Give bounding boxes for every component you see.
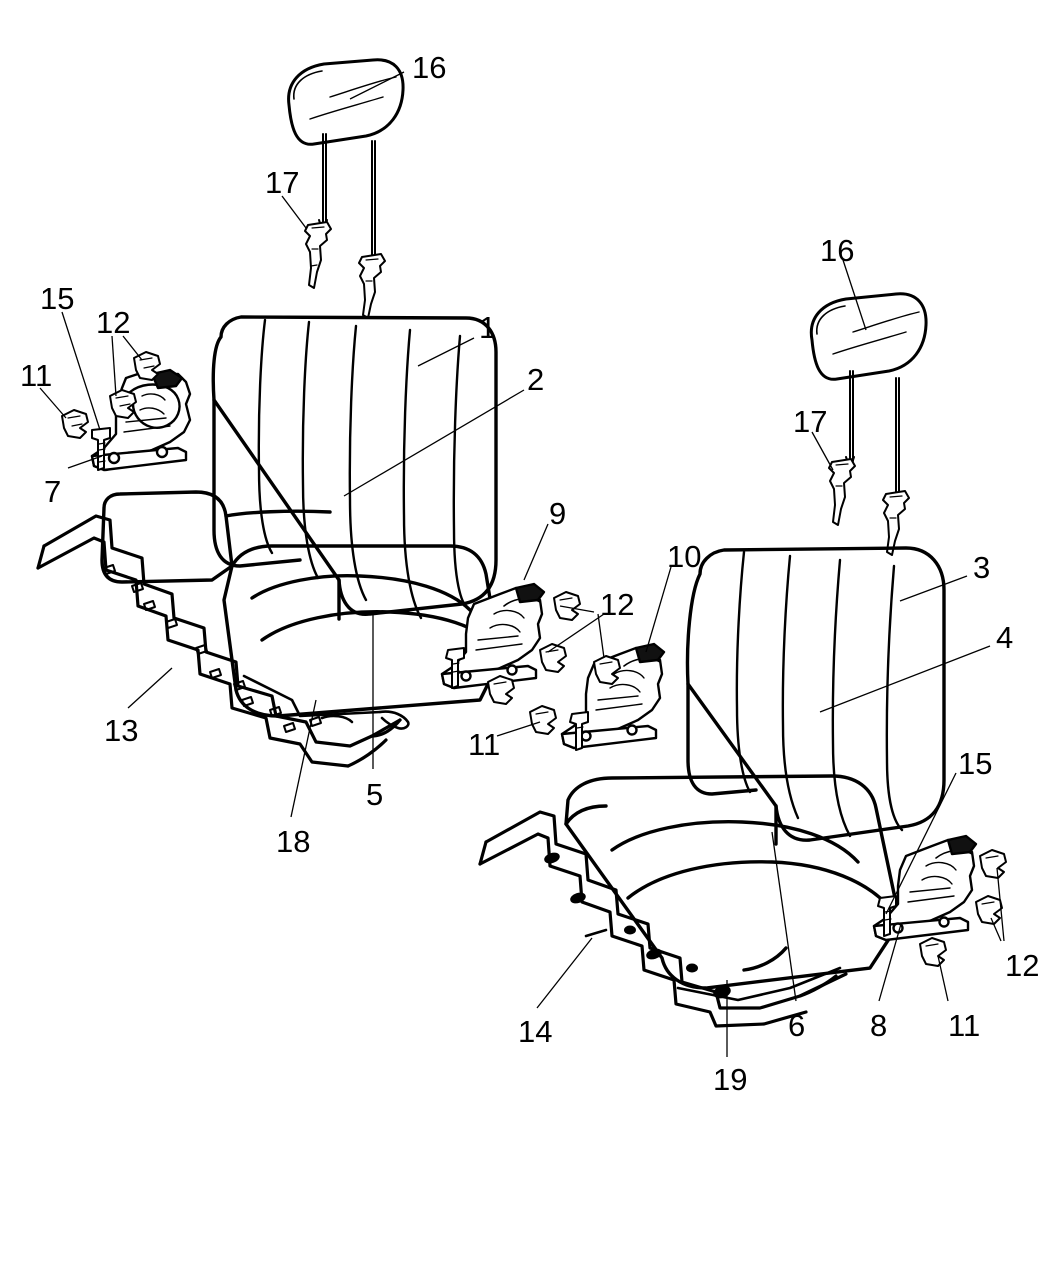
callout-12-center: 12 <box>600 587 635 622</box>
headrest-guide-left-2 <box>358 253 386 319</box>
screw-center-b <box>539 643 567 673</box>
callout-16-left: 16 <box>412 50 447 85</box>
headrest-left <box>287 58 405 146</box>
nut-center <box>529 705 557 735</box>
callout-15-left: 15 <box>40 281 75 316</box>
seat-frame-bucket-rail <box>584 928 842 1002</box>
seat-cushion-bucket <box>564 774 902 990</box>
leader-lines <box>39 71 1005 1057</box>
screw-center-c <box>593 655 621 685</box>
headrest-right <box>809 292 928 381</box>
screw-center-d <box>487 675 515 705</box>
seat-frame-bucket <box>478 810 848 1028</box>
callout-8: 8 <box>870 1008 888 1043</box>
screw-left-lower <box>109 389 137 419</box>
nut-left-outer <box>61 409 89 439</box>
callout-18: 18 <box>276 824 311 859</box>
callout-11-center: 11 <box>468 727 501 762</box>
callout-4: 4 <box>996 620 1014 655</box>
seat-back-bucket-pleats <box>735 550 904 838</box>
headrest-posts-right <box>845 370 901 508</box>
hinge-bracket-center-left <box>440 582 546 690</box>
callout-3: 3 <box>973 550 991 585</box>
screw-right-a <box>979 849 1007 879</box>
callout-12-left: 12 <box>96 305 131 340</box>
headrest-guide-right-2 <box>882 490 910 556</box>
bolt-center-left <box>445 647 465 689</box>
callout-1: 1 <box>479 310 497 345</box>
bolt-center-right <box>569 711 589 751</box>
callout-11-left: 11 <box>20 358 53 393</box>
callout-17-left: 17 <box>265 165 300 200</box>
seat-frame-bench-slots <box>103 564 322 733</box>
headrest-posts-left <box>318 133 377 271</box>
seat-back-bench-pleats <box>257 318 470 620</box>
seat-frame-bench-rail <box>242 674 410 730</box>
headrest-guide-right <box>828 458 856 526</box>
callout-19: 19 <box>713 1062 748 1097</box>
seat-frame-bucket-slots <box>544 852 731 999</box>
screw-center-a <box>553 591 581 621</box>
hinge-bracket-left-outer <box>90 368 192 472</box>
callout-6: 6 <box>788 1008 806 1043</box>
headrest-guide-left <box>304 221 332 289</box>
callout-13: 13 <box>104 713 139 748</box>
callout-16-right: 16 <box>820 233 855 268</box>
callout-11-right: 11 <box>948 1008 981 1043</box>
callout-9: 9 <box>549 496 567 531</box>
screw-left-upper <box>133 351 161 381</box>
screw-right-b <box>975 895 1003 925</box>
bolt-left-outer <box>91 427 111 471</box>
callout-15-right: 15 <box>958 746 993 781</box>
callout-2: 2 <box>527 362 545 397</box>
callout-17-right: 17 <box>793 404 828 439</box>
seat-back-bucket <box>685 546 946 846</box>
callout-10: 10 <box>667 539 702 574</box>
callout-7: 7 <box>44 474 62 509</box>
bolt-right-outer <box>877 895 897 937</box>
callout-14: 14 <box>518 1014 553 1049</box>
callout-12-right: 12 <box>1005 948 1040 983</box>
callout-5: 5 <box>366 777 384 812</box>
nut-right-outer <box>919 937 947 967</box>
